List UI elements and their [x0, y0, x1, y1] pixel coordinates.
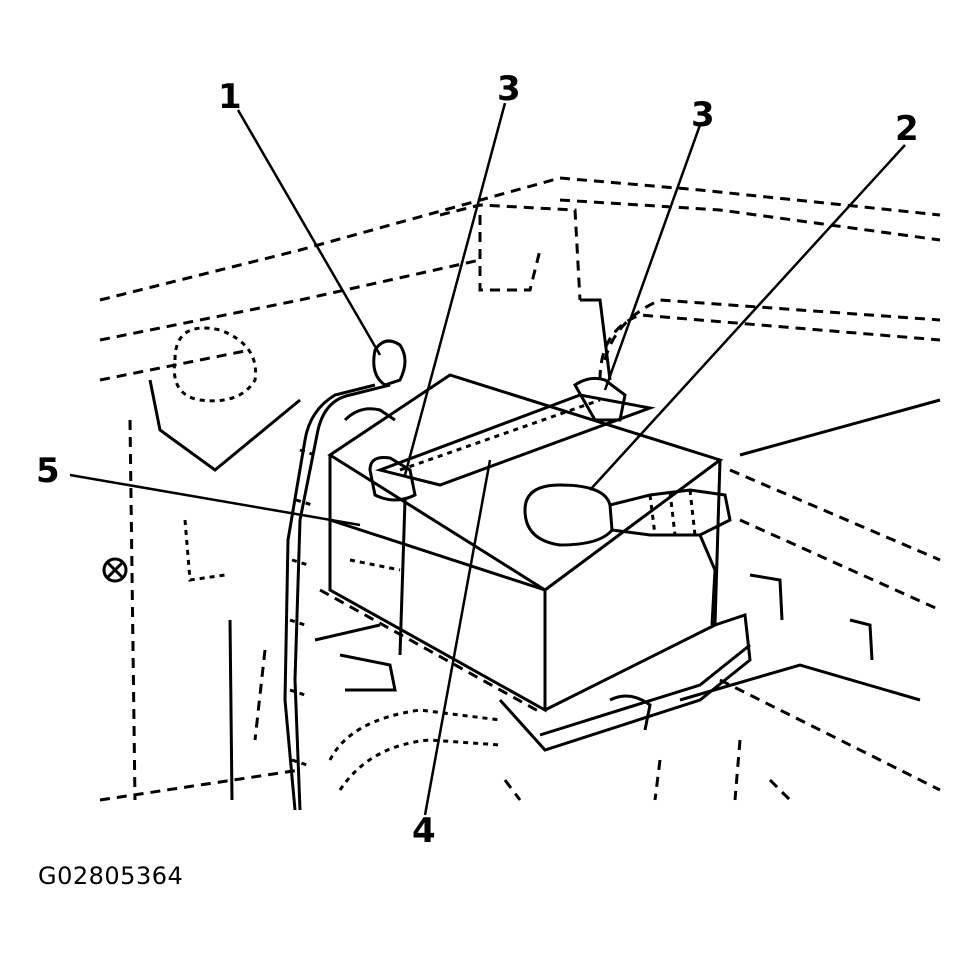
battery — [319, 373, 752, 752]
negative-cable — [283, 339, 407, 811]
ground-symbol-icon — [102, 557, 128, 583]
positive-cable — [523, 298, 941, 626]
engine-compartment-outline — [99, 176, 941, 802]
callout-3-right: 3 — [691, 95, 715, 135]
figure-id: G02805364 — [38, 862, 184, 890]
callout-5: 5 — [36, 451, 60, 491]
callout-1: 1 — [218, 77, 242, 117]
callout-2: 2 — [895, 109, 919, 149]
hold-down-retainer — [368, 376, 656, 656]
callout-3-left: 3 — [497, 69, 521, 109]
lower-harness — [314, 623, 652, 791]
leader-lines — [69, 102, 906, 816]
callout-4: 4 — [412, 811, 436, 851]
